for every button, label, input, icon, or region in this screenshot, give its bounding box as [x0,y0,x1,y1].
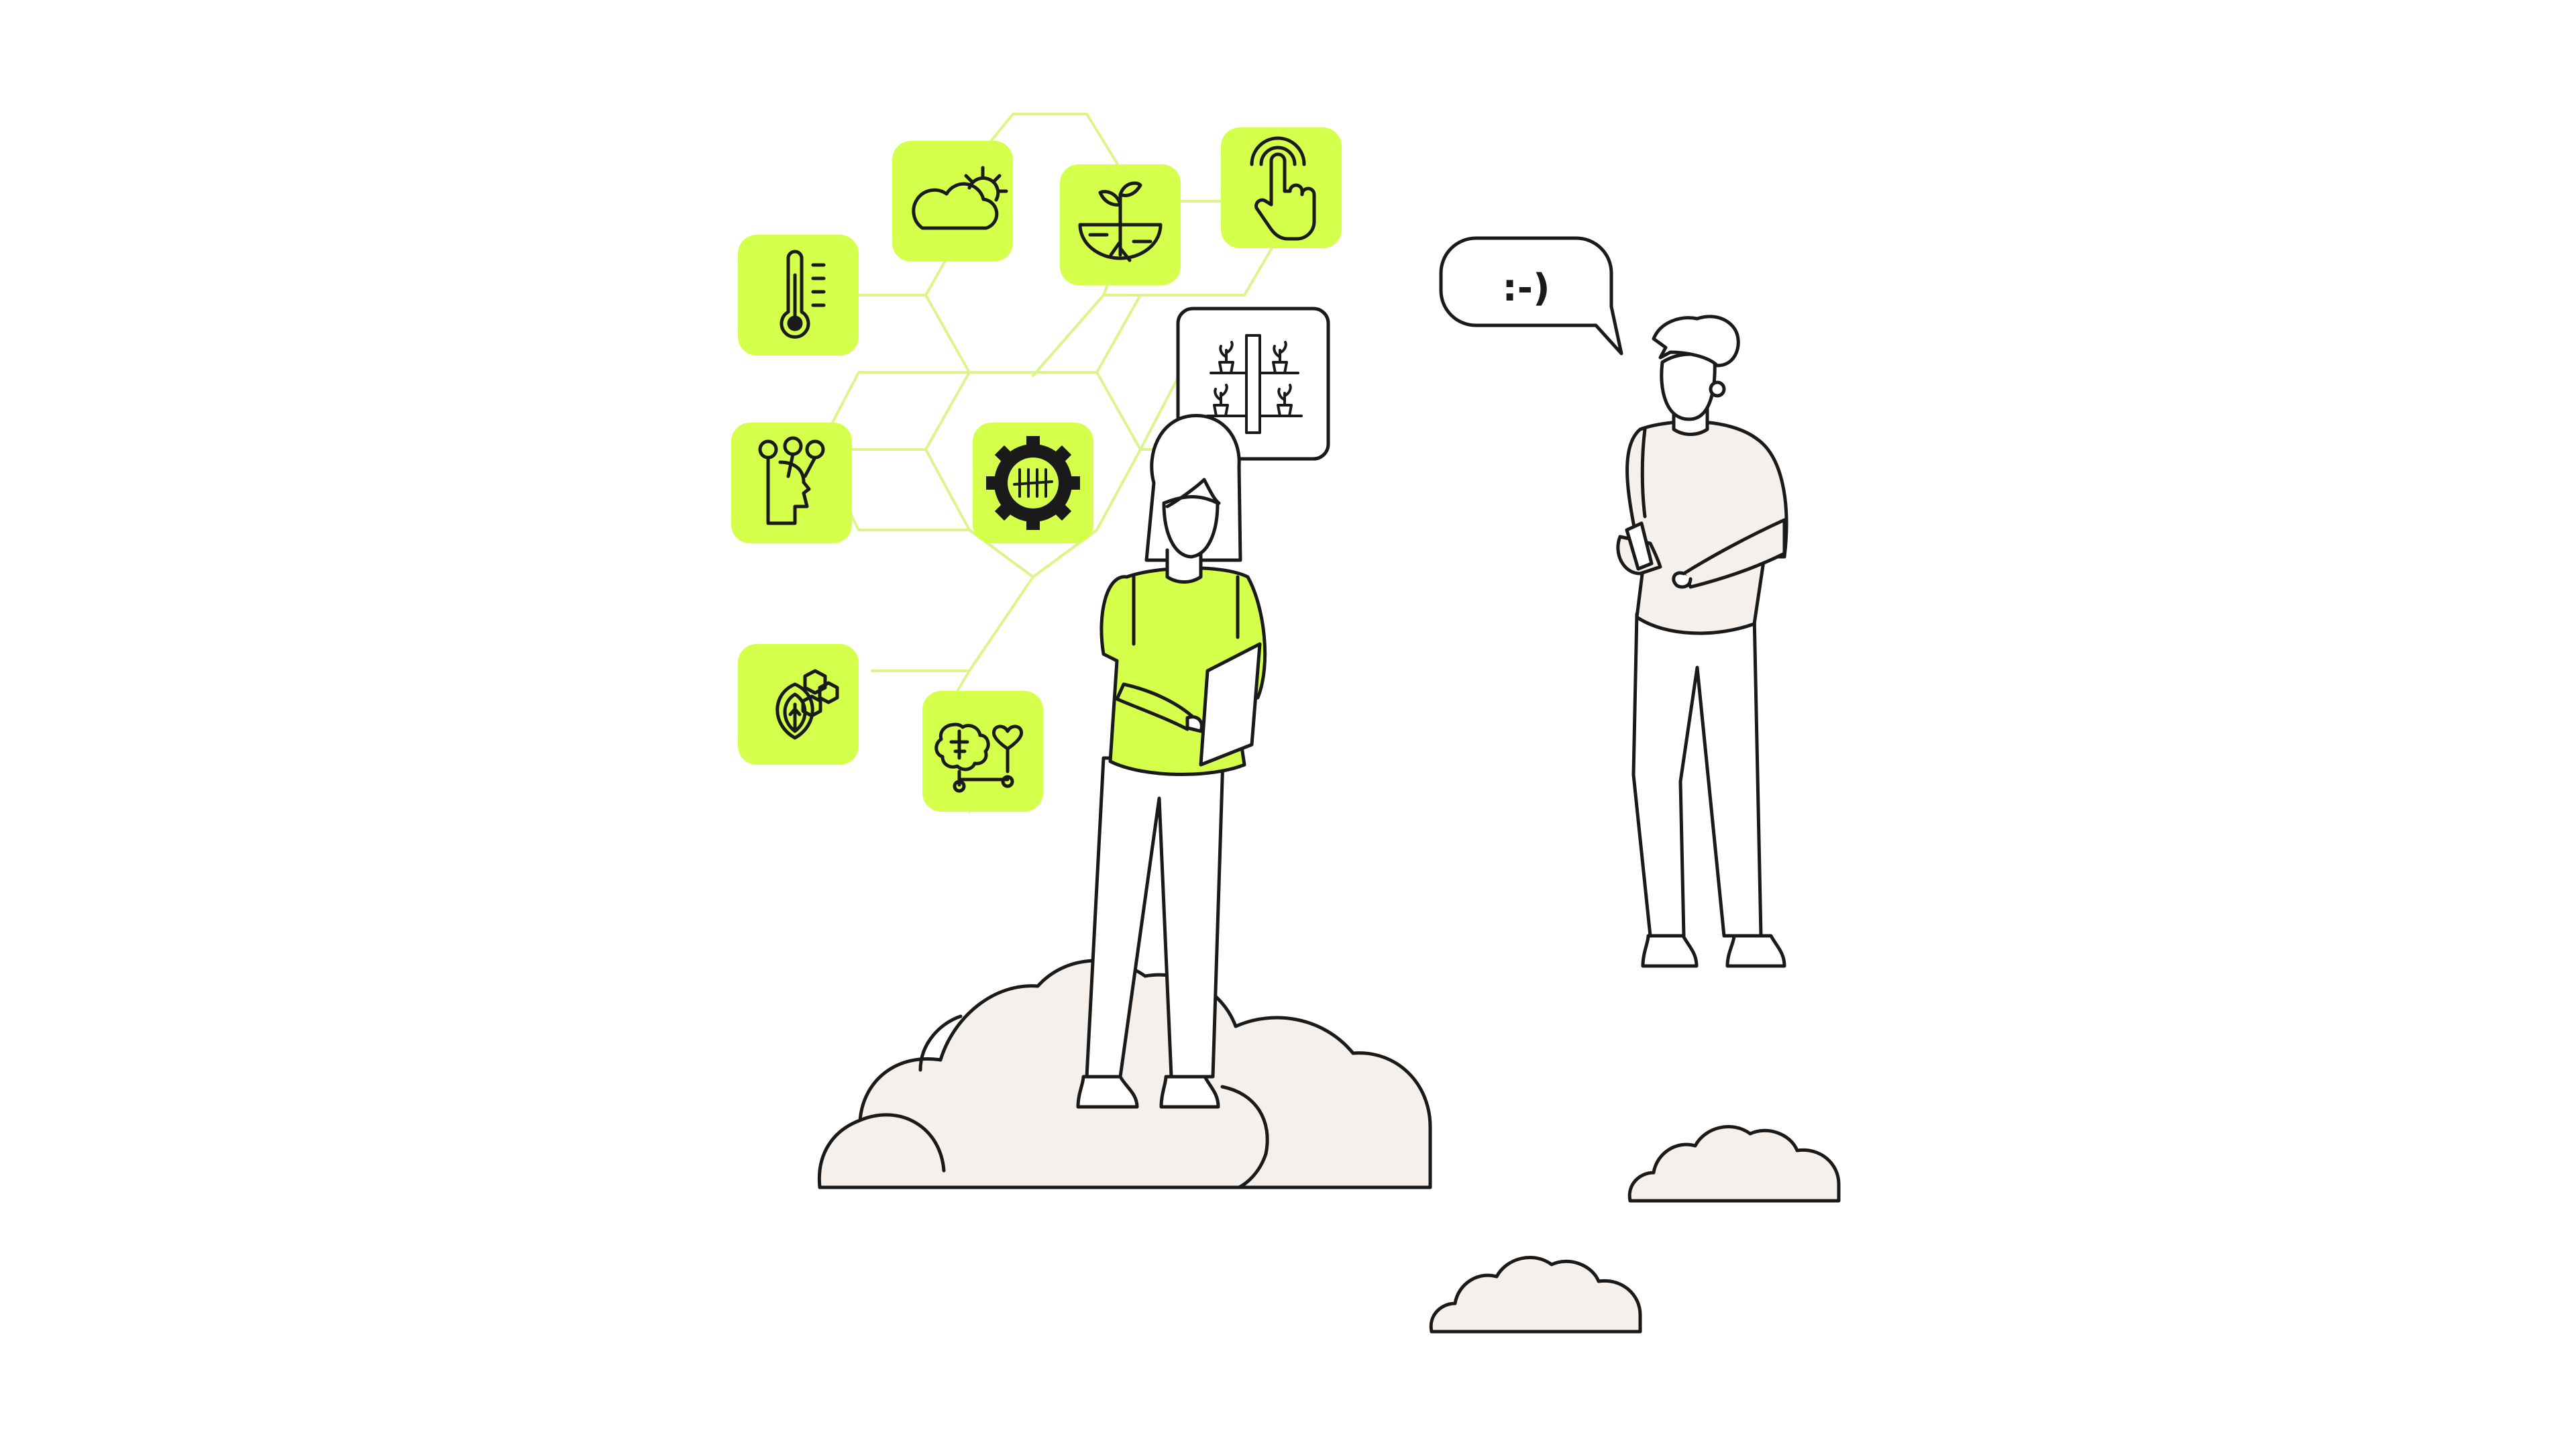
touch-gesture-icon [1250,136,1316,241]
man-speech-bubble [1439,236,1623,356]
man-figure [1616,315,1788,968]
small-cloud-right [1627,1125,1841,1203]
icon-tile-gear-tally [973,423,1093,543]
mind-flowers-icon [758,436,825,525]
icon-tile-mind-flowers [731,423,852,543]
small-cloud-bottom [1429,1256,1642,1334]
sprouting-seed-icon [1078,181,1163,262]
icon-tile-leaf-hexagon [738,644,859,765]
gear-tally-icon [986,436,1080,530]
icon-tile-weather [892,141,1013,262]
thermometer-icon [780,250,826,339]
icon-tile-brain-heart [922,691,1043,812]
leaf-hexagon-icon [775,669,839,740]
weather-icon [912,166,1008,230]
vertical-farm-icon [1206,334,1303,434]
man-speech-text: :-) [1502,266,1550,310]
woman-figure [1076,414,1267,1109]
brain-heart-balance-icon [934,722,1024,793]
icon-tile-thermometer [738,235,859,356]
icon-tile-sprouting-seed [1060,164,1181,285]
icon-tile-touch-gesture [1221,127,1342,248]
